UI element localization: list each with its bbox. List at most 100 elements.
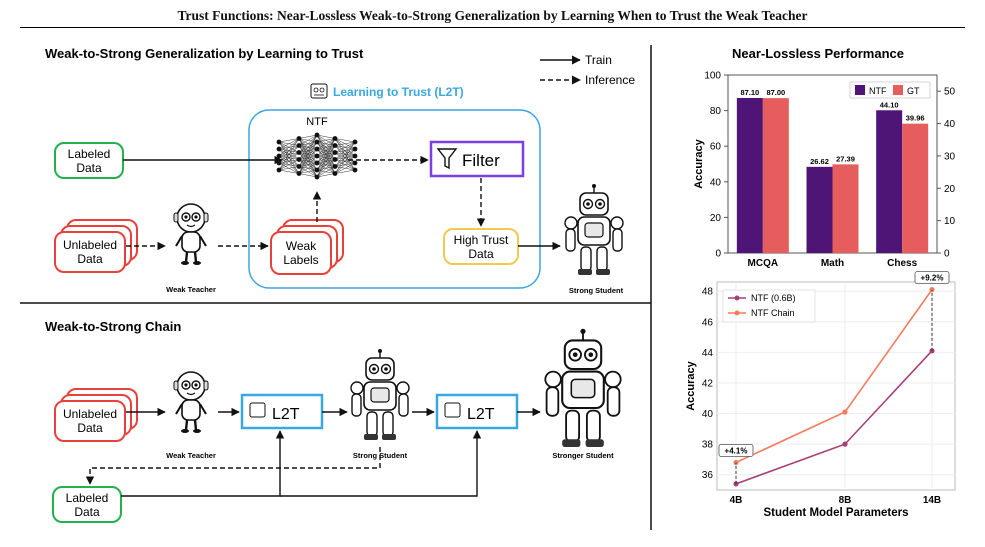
nn-node bbox=[314, 167, 320, 173]
nn-node bbox=[332, 143, 338, 148]
nn-edge bbox=[334, 141, 356, 167]
nn-edge bbox=[316, 138, 336, 178]
line-point bbox=[842, 409, 848, 415]
nn-edge bbox=[278, 169, 300, 174]
nn-edge bbox=[316, 173, 336, 178]
arrow-legend: Train Inference bbox=[540, 53, 635, 87]
legend-label-ntf-chain: NTF Chain bbox=[751, 308, 795, 318]
top-panel-arrows bbox=[123, 155, 561, 251]
bar-value-label: 87.10 bbox=[740, 88, 759, 97]
strong-student-robot-icon bbox=[564, 183, 624, 276]
nn-node bbox=[296, 157, 302, 162]
nn-node bbox=[276, 146, 282, 152]
weak-labels-line2: Labels bbox=[283, 253, 318, 267]
nn-edge bbox=[298, 134, 318, 167]
nn-node bbox=[314, 132, 320, 138]
line-x-tick-label: 14B bbox=[923, 495, 941, 506]
weak-teacher-robot-icon bbox=[172, 202, 210, 267]
title-rule bbox=[20, 27, 965, 28]
funnel-icon bbox=[436, 148, 458, 170]
high-trust-line1: High Trust bbox=[454, 233, 509, 247]
nn-node bbox=[314, 139, 320, 145]
legend-label-ntf: NTF bbox=[869, 86, 887, 96]
nn-edge bbox=[298, 141, 318, 174]
line-annotations: +4.1%+9.2% bbox=[718, 271, 950, 484]
nn-node bbox=[314, 153, 320, 159]
legend-swatch-ntf bbox=[855, 85, 865, 95]
nn-edge bbox=[316, 145, 336, 178]
nn-edge bbox=[298, 173, 318, 178]
bar-left-tick-label: 100 bbox=[704, 71, 721, 82]
nn-edge bbox=[334, 155, 356, 174]
bar-gt-chess bbox=[902, 123, 929, 253]
chain-unlabeled-data-stack bbox=[54, 388, 138, 442]
nn-edge bbox=[316, 134, 336, 139]
nn-node bbox=[296, 164, 302, 169]
nn-edge bbox=[298, 155, 318, 174]
unlabeled-data-line1: Unlabeled bbox=[63, 238, 117, 252]
nn-edge bbox=[298, 134, 318, 153]
nn-node bbox=[296, 150, 302, 155]
weak-teacher-label: Weak Teacher bbox=[166, 285, 216, 294]
high-trust-line2: Data bbox=[468, 247, 494, 261]
nn-edge bbox=[334, 141, 356, 174]
bar-right-tick-label: 0 bbox=[944, 249, 950, 260]
line-x-tick-label: 4B bbox=[730, 495, 743, 506]
nn-edge bbox=[278, 145, 300, 171]
line-point bbox=[842, 441, 848, 447]
bar-ntf-mcqa bbox=[736, 97, 763, 253]
bar-value-label: 87.00 bbox=[766, 88, 785, 97]
nn-edge bbox=[316, 159, 336, 178]
bar-left-tick-label: 40 bbox=[710, 177, 722, 188]
annotation-label: +9.2% bbox=[921, 274, 944, 283]
bar-chart-ylabel: Accuracy bbox=[693, 138, 705, 188]
chain-labeled-line2: Data bbox=[74, 505, 100, 519]
bar-ntf-chess bbox=[876, 110, 903, 253]
nn-edge bbox=[278, 166, 300, 171]
unlabeled-data-stack bbox=[54, 219, 138, 273]
nn-edge bbox=[316, 152, 336, 178]
bar-category-label: Math bbox=[821, 258, 844, 269]
line-y-tick-label: 48 bbox=[702, 287, 714, 298]
legend-label-ntf-06b: NTF (0.6B) bbox=[751, 293, 796, 303]
nn-edge bbox=[278, 138, 300, 143]
bar-right-tick-label: 20 bbox=[944, 184, 956, 195]
bar-legend: NTF GT bbox=[849, 81, 931, 99]
nn-node bbox=[296, 143, 302, 148]
nn-edge bbox=[298, 134, 318, 174]
line-y-tick-label: 38 bbox=[702, 440, 714, 451]
l2t-title: Learning to Trust (L2T) bbox=[333, 85, 464, 99]
line-legend: NTF (0.6B) NTF Chain bbox=[722, 289, 816, 323]
nn-edge bbox=[278, 138, 300, 150]
bottom-panel: Weak-to-Strong Chain Unlabeled Data Weak… bbox=[45, 319, 622, 523]
bar-right-tick-label: 50 bbox=[944, 87, 956, 98]
nn-node bbox=[352, 160, 358, 166]
legend-marker-ntf bbox=[734, 295, 740, 301]
nn-edge bbox=[298, 162, 318, 174]
nn-edge bbox=[316, 166, 336, 178]
bottom-panel-arrows bbox=[85, 407, 541, 497]
nn-node bbox=[332, 164, 338, 169]
nn-edge bbox=[278, 152, 300, 171]
labeled-data-line2: Data bbox=[76, 161, 102, 175]
nn-node bbox=[314, 174, 320, 180]
nn-edge bbox=[334, 162, 356, 174]
chain-weak-teacher-label: Weak Teacher bbox=[166, 451, 216, 460]
nn-edge bbox=[316, 138, 336, 157]
nn-node bbox=[332, 171, 338, 176]
nn-node bbox=[276, 139, 282, 145]
bar-ntf-math bbox=[806, 166, 833, 253]
nn-node bbox=[276, 160, 282, 166]
top-panel: Weak-to-Strong Generalization by Learnin… bbox=[45, 46, 635, 295]
nn-edge bbox=[334, 148, 356, 174]
bar-right-tick-label: 30 bbox=[944, 151, 956, 162]
l2t-icon bbox=[310, 83, 328, 99]
legend-label-gt: GT bbox=[907, 86, 920, 96]
right-panel-title: Near-Lossless Performance bbox=[732, 46, 904, 61]
page-title: Trust Functions: Near-Lossless Weak-to-S… bbox=[177, 8, 808, 23]
nn-node bbox=[296, 136, 302, 141]
